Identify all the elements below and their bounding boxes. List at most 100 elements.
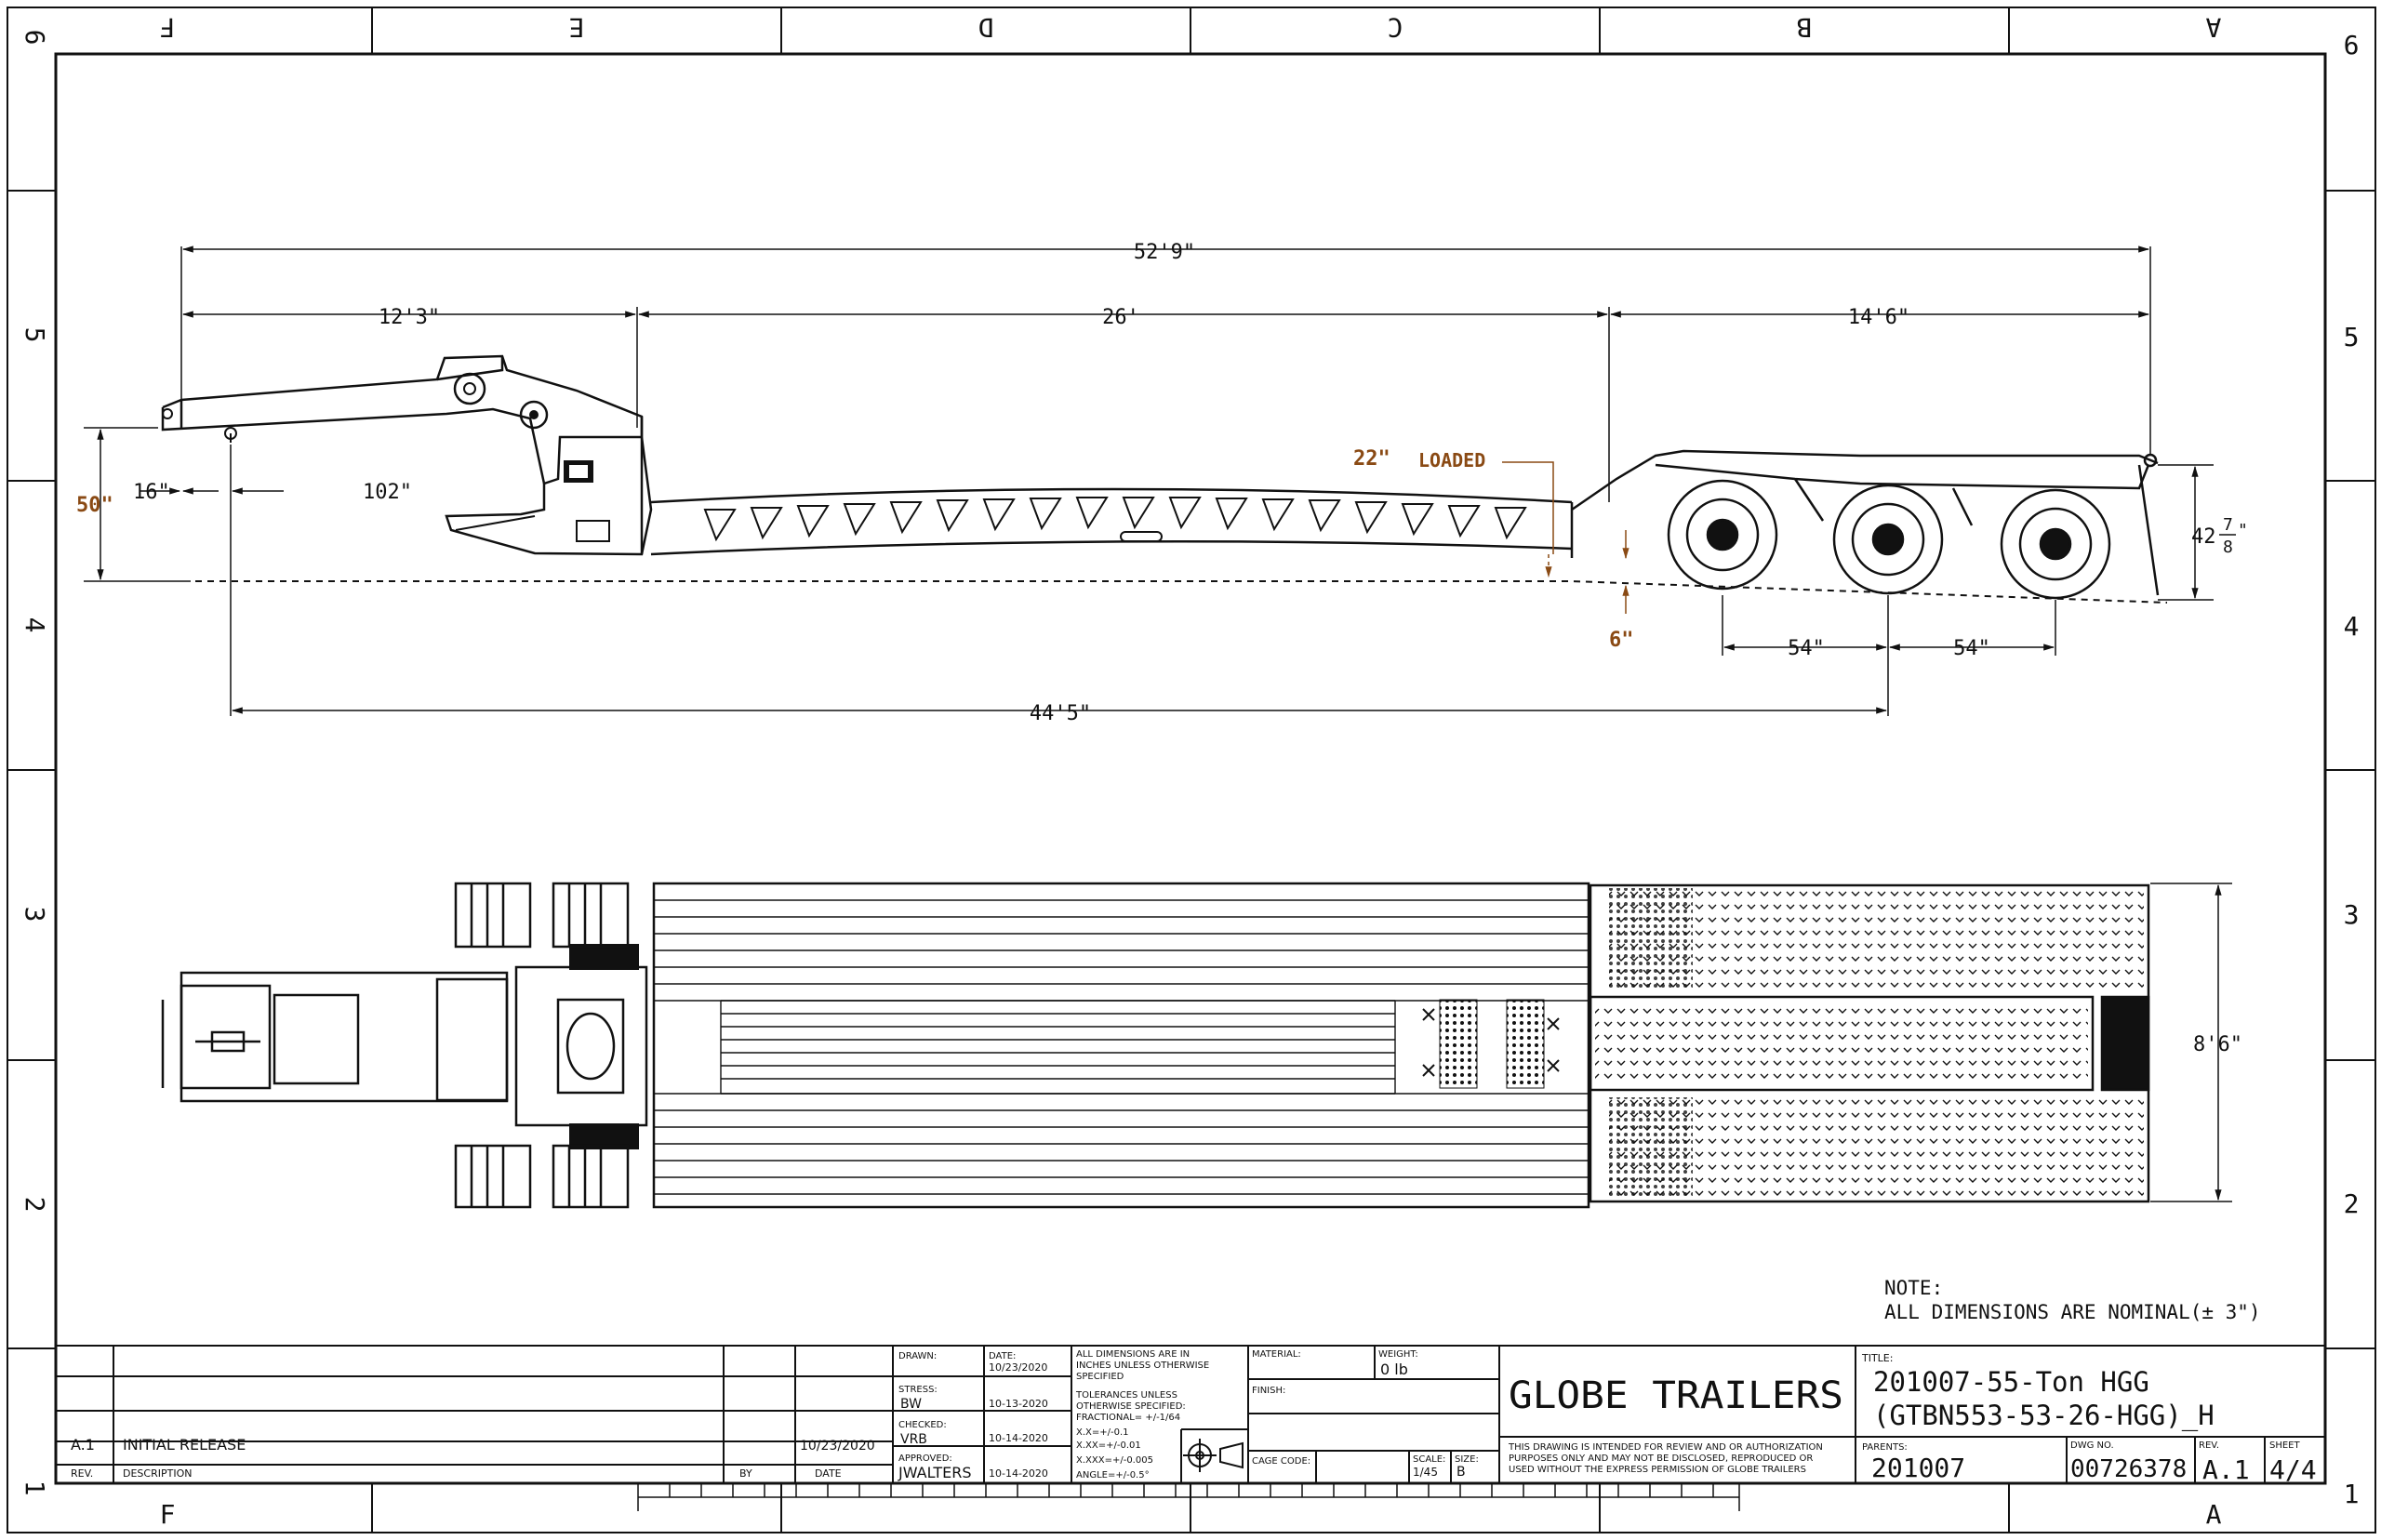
dim-axle-spread-2: 54" — [1953, 637, 1990, 660]
disclaimer-1: THIS DRAWING IS INTENDED FOR REVIEW AND … — [1508, 1442, 1823, 1453]
zone-label: 2 — [2344, 1188, 2360, 1219]
zone-label: 2 — [20, 1197, 50, 1213]
dim-kingpin-offset: 16" — [133, 481, 170, 504]
weight-label: WEIGHT: — [1378, 1349, 1418, 1360]
units-note-1: ALL DIMENSIONS ARE IN — [1076, 1349, 1190, 1360]
zone-labels-side: 6 5 4 3 2 1 6 5 4 3 2 1 — [20, 30, 2359, 1509]
scale-ruler — [637, 1483, 1740, 1511]
header-rev: REV. — [71, 1467, 93, 1480]
deck-gussets — [703, 497, 1527, 542]
top-view: 8'6" — [161, 882, 2242, 1209]
deck-planks — [653, 899, 1590, 1195]
dwg-value: 00726378 — [2070, 1455, 2187, 1483]
tolerance-5: X.XX=+/-0.01 — [1076, 1440, 1141, 1451]
weight-value: 0 lb — [1380, 1361, 1408, 1378]
dim-overall-length: 52'9" — [1134, 241, 1195, 264]
rev-code: A.1 — [2202, 1454, 2250, 1485]
size-label: SIZE: — [1455, 1454, 1479, 1465]
dim-rear-height-den: 8 — [2223, 538, 2233, 557]
deck — [650, 449, 2159, 558]
scale-value: 1/45 — [1413, 1466, 1438, 1479]
zone-label: C — [1388, 12, 1403, 43]
zone-label: B — [1797, 12, 1813, 43]
zone-label-bottom-right: A — [2206, 1499, 2222, 1530]
dwg-label: DWG NO. — [2070, 1440, 2114, 1451]
tolerance-7: ANGLE=+/-0.5° — [1076, 1470, 1150, 1480]
zone-label: E — [569, 12, 585, 43]
zone-label: 5 — [20, 327, 50, 343]
zone-label: D — [978, 12, 994, 43]
disclaimer-3: USED WITHOUT THE EXPRESS PERMISSION OF G… — [1509, 1465, 1806, 1475]
size-value: B — [1457, 1465, 1466, 1480]
dim-loaded-label: LOADED — [1418, 449, 1485, 471]
zone-label: 6 — [20, 30, 50, 46]
dim-front-height: 50" — [76, 494, 113, 517]
material-label: MATERIAL: — [1252, 1349, 1301, 1360]
approved-label: APPROVED: — [898, 1454, 952, 1464]
dim-rear-height: 42 — [2191, 525, 2216, 549]
zone-labels-top: F E D C B A — [160, 12, 2222, 43]
tolerance-2: OTHERWISE SPECIFIED: — [1076, 1401, 1186, 1412]
units-note-2: INCHES UNLESS OTHERWISE — [1076, 1361, 1209, 1371]
zone-label: F — [160, 12, 176, 43]
dimensions-side — [84, 246, 2214, 716]
title-line-2: (GTBN553-53-26-HGG)_H — [1873, 1400, 2215, 1432]
gooseneck-top — [161, 965, 648, 1127]
zone-label: 3 — [20, 907, 50, 923]
dim-deck-length: 26' — [1102, 306, 1139, 329]
note-text: ALL DIMENSIONS ARE NOMINAL(± 3") — [1884, 1301, 2261, 1323]
zone-label: 6 — [2344, 30, 2360, 60]
dim-rear-height-num: 7 — [2223, 515, 2233, 535]
zone-label: A — [2205, 12, 2221, 43]
zone-label: 4 — [2344, 611, 2360, 642]
zone-label: 5 — [2344, 322, 2360, 352]
stress-label: STRESS: — [898, 1385, 938, 1395]
drawn-date: 10/23/2020 — [989, 1361, 1047, 1374]
stress-value: BW — [900, 1397, 922, 1412]
tolerance-4: X.X=+/-0.1 — [1076, 1427, 1129, 1438]
dim-width: 8'6" — [2193, 1033, 2242, 1056]
sheet-label: SHEET — [2269, 1440, 2301, 1451]
header-date: DATE — [815, 1467, 842, 1480]
dim-kingpin-frame: 102" — [363, 481, 412, 504]
zone-label: 4 — [20, 617, 50, 633]
tolerance-1: TOLERANCES UNLESS — [1075, 1390, 1177, 1401]
finish-label: FINISH: — [1252, 1386, 1285, 1396]
title-label: TITLE: — [1861, 1352, 1893, 1364]
dim-loaded-height: 22" — [1353, 447, 1390, 471]
zone-label: 1 — [20, 1480, 50, 1496]
parents-label: PARENTS: — [1862, 1442, 1908, 1453]
loaded-leader — [1502, 461, 1629, 614]
rev-description: INITIAL RELEASE — [123, 1436, 246, 1454]
projection-symbol-icon — [1183, 1439, 1244, 1472]
ramps-top — [454, 882, 630, 1209]
dim-axle-spread-1: 54" — [1788, 637, 1825, 660]
units-note-3: SPECIFIED — [1076, 1372, 1124, 1382]
company-name: GLOBE TRAILERS — [1509, 1374, 1843, 1417]
rear-top — [1589, 883, 2150, 1203]
rev-label: REV. — [2199, 1440, 2219, 1451]
title-line-1: 201007-55-Ton HGG — [1873, 1366, 2149, 1398]
checked-date: 10-14-2020 — [989, 1432, 1048, 1444]
dim-ground-clearance: 6" — [1609, 629, 1634, 652]
rear-axles — [1655, 453, 2160, 600]
date-label: DATE: — [989, 1351, 1016, 1361]
scale-label: SCALE: — [1413, 1454, 1445, 1465]
gooseneck — [161, 354, 653, 556]
rev-date: 10/23/2020 — [800, 1439, 875, 1454]
checked-value: VRB — [900, 1432, 927, 1447]
rev-value: A.1 — [71, 1436, 95, 1454]
header-by: BY — [739, 1467, 752, 1480]
disclaimer-2: PURPOSES ONLY AND MAY NOT BE DISCLOSED, … — [1509, 1454, 1813, 1464]
dim-rear-length: 14'6" — [1848, 306, 1909, 329]
approved-date: 10-14-2020 — [989, 1467, 1048, 1480]
dim-rear-height-unit: " — [2238, 521, 2248, 540]
note-title: NOTE: — [1884, 1277, 1943, 1299]
sheet-value: 4/4 — [2269, 1454, 2317, 1485]
drawing-frame — [7, 7, 2376, 1533]
drawn-label: DRAWN: — [898, 1351, 937, 1361]
tolerance-6: X.XXX=+/-0.005 — [1076, 1455, 1153, 1466]
cage-code-label: CAGE CODE: — [1252, 1456, 1310, 1467]
dim-gooseneck-length: 12'3" — [379, 306, 440, 329]
